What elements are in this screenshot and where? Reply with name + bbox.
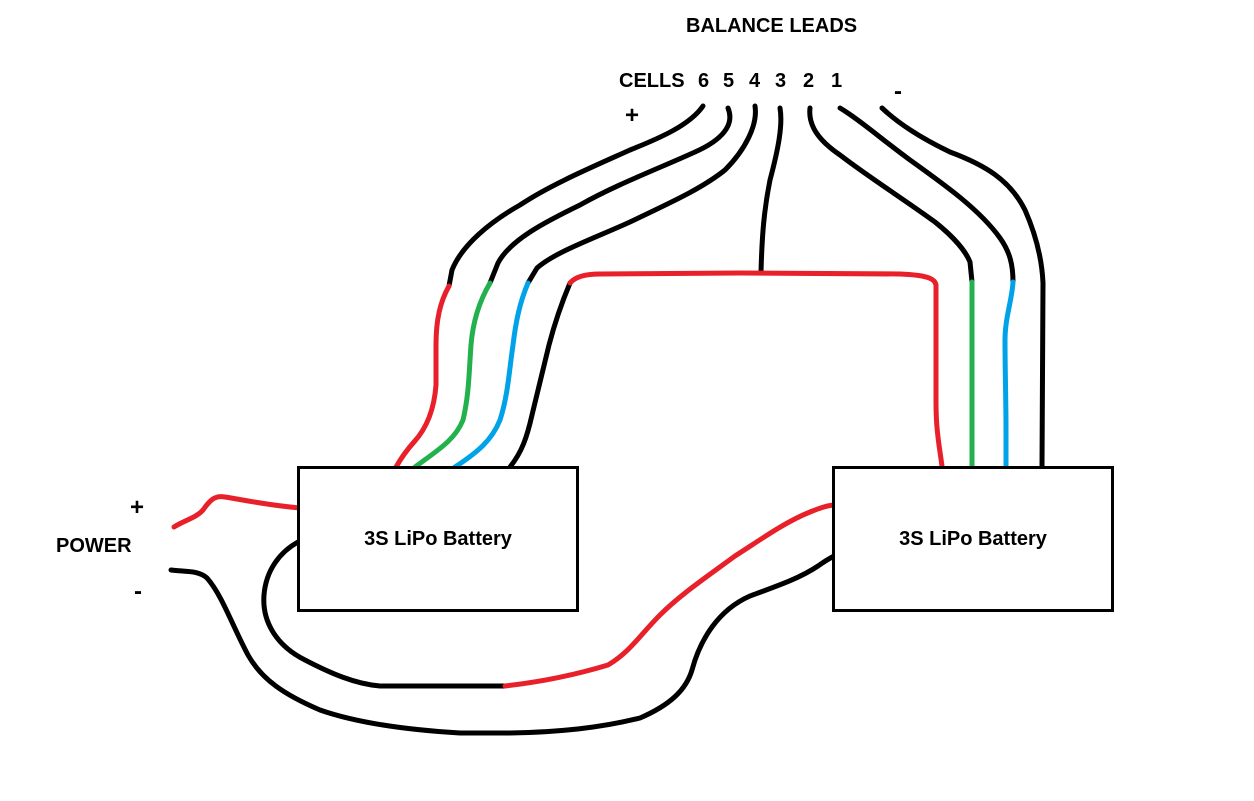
lead-2-black bbox=[807, 105, 975, 285]
right-black-balance-wire bbox=[1039, 280, 1046, 469]
power-plus-sign: + bbox=[130, 494, 145, 521]
cell-number-4: 4 bbox=[749, 70, 761, 92]
balance-minus-sign: - bbox=[894, 78, 902, 105]
left-green-balance-wire bbox=[412, 280, 493, 470]
power-label: POWER bbox=[56, 535, 132, 557]
lead-3-black bbox=[758, 105, 784, 275]
lead-1-black bbox=[837, 105, 1016, 285]
balance-leads-title: BALANCE LEADS bbox=[686, 15, 858, 37]
lead-5-black bbox=[487, 105, 733, 286]
series-link-red-wire bbox=[502, 502, 839, 689]
power-plus-wire bbox=[171, 494, 303, 530]
cell-number-1: 1 bbox=[831, 70, 843, 92]
lead-4-black bbox=[525, 103, 758, 286]
battery-left-label: 3S LiPo Battery bbox=[364, 527, 512, 550]
cells-label: CELLS bbox=[619, 70, 685, 92]
lead-6-black bbox=[446, 103, 706, 289]
cell-number-6: 6 bbox=[698, 70, 710, 92]
balance-plus-sign: + bbox=[625, 102, 640, 129]
series-link-black-wire bbox=[261, 539, 508, 689]
cell-number-5: 5 bbox=[723, 70, 735, 92]
battery-right-label: 3S LiPo Battery bbox=[899, 527, 1047, 550]
right-blue-balance-wire bbox=[1002, 279, 1016, 469]
left-black-balance-wire bbox=[507, 280, 573, 470]
series-bridge-red-wire bbox=[567, 270, 945, 469]
left-blue-balance-wire bbox=[452, 280, 531, 470]
battery-left: 3S LiPo Battery bbox=[297, 466, 579, 612]
lead-minus-black bbox=[879, 105, 1046, 286]
cell-number-2: 2 bbox=[803, 70, 815, 92]
power-minus-wire bbox=[168, 552, 839, 736]
power-minus-sign: - bbox=[134, 578, 142, 605]
cell-number-3: 3 bbox=[775, 70, 787, 92]
left-red-balance-wire bbox=[393, 283, 452, 470]
battery-right: 3S LiPo Battery bbox=[832, 466, 1114, 612]
